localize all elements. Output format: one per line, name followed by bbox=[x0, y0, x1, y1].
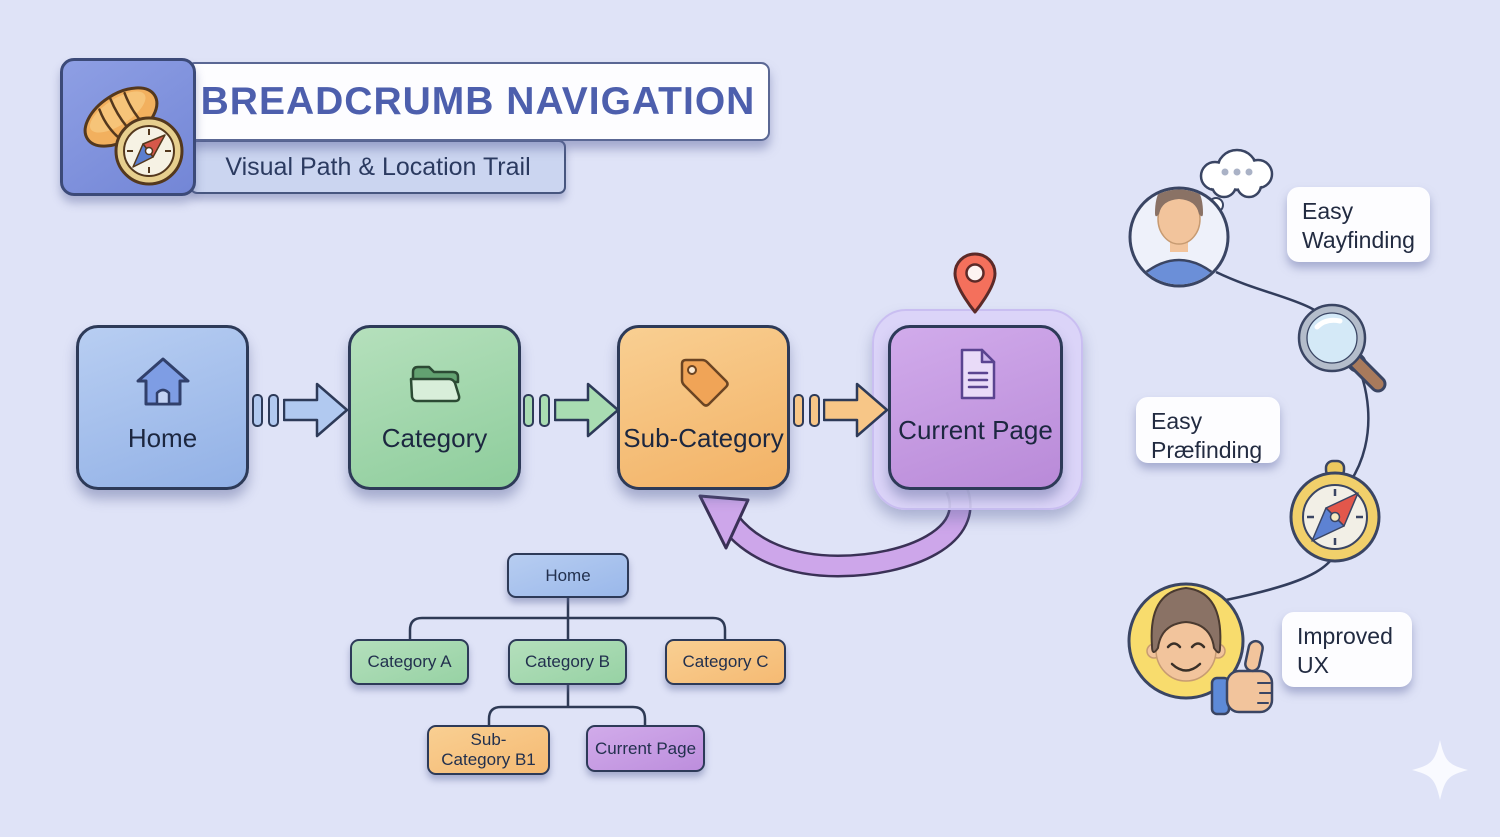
tree-node-subcategory-b1: Sub-Category B1 bbox=[427, 725, 550, 775]
flow-step-category: Category bbox=[348, 325, 521, 490]
tree-node-label: Current Page bbox=[594, 738, 697, 758]
title-banner: BREADCRUMB NAVIGATION bbox=[186, 62, 770, 141]
flow-step-current-page: Current Page bbox=[888, 325, 1063, 490]
tag-icon bbox=[680, 358, 729, 407]
benefits-art bbox=[1127, 148, 1468, 800]
folder-icon bbox=[409, 365, 460, 403]
breadcrumb-separator-bar bbox=[252, 394, 263, 427]
tree-node-label: Category C bbox=[682, 652, 769, 672]
breadcrumb-separator-bar bbox=[793, 394, 804, 427]
flow-step-label: Category bbox=[381, 423, 488, 453]
sparkle-icon bbox=[1412, 740, 1468, 800]
page-title: BREADCRUMB NAVIGATION bbox=[200, 79, 756, 123]
breadcrumb-separator-bar bbox=[809, 394, 820, 427]
compass-icon bbox=[1289, 459, 1381, 563]
subtitle-banner: Visual Path & Location Trail bbox=[190, 140, 566, 194]
benefit-label: Improved UX bbox=[1297, 623, 1393, 678]
location-pin-icon bbox=[953, 252, 997, 314]
tree-node-label: Sub-Category B1 bbox=[441, 730, 536, 769]
tree-node-category-b: Category B bbox=[508, 639, 627, 685]
arrow-right-icon bbox=[823, 382, 889, 438]
logo-badge bbox=[60, 58, 196, 196]
page-subtitle: Visual Path & Location Trail bbox=[225, 152, 531, 181]
flow-step-label: Current Page bbox=[898, 415, 1053, 445]
back-navigation-arrow bbox=[698, 483, 972, 578]
tree-node-home: Home bbox=[507, 553, 629, 598]
arrow-right-icon bbox=[283, 382, 349, 438]
compass-icon bbox=[114, 116, 184, 186]
magnifier-icon bbox=[1297, 303, 1387, 393]
breadcrumb-separator-bar bbox=[539, 394, 550, 427]
flow-step-label: Sub-Category bbox=[623, 423, 784, 453]
tree-node-category-a: Category A bbox=[350, 639, 469, 685]
breadcrumb-separator-bar bbox=[268, 394, 279, 427]
flow-step-label: Home bbox=[127, 423, 198, 453]
tree-node-category-c: Category C bbox=[665, 639, 786, 685]
house-icon bbox=[136, 357, 189, 406]
benefits-connector-line bbox=[1215, 270, 1370, 602]
tree-node-current-page: Current Page bbox=[586, 725, 705, 772]
document-icon bbox=[960, 348, 995, 400]
benefit-label: Easy Wayfinding bbox=[1302, 198, 1415, 253]
benefit-card-easy-prefinding: Easy Præfinding bbox=[1136, 397, 1280, 463]
benefit-card-improved-ux: Improved UX bbox=[1282, 612, 1412, 687]
thinking-person-icon bbox=[1128, 186, 1230, 288]
thought-bubble-icon bbox=[1199, 148, 1274, 224]
logo-art bbox=[83, 86, 184, 186]
benefit-label: Easy Præfinding bbox=[1151, 408, 1263, 463]
arrow-right-icon bbox=[554, 382, 620, 438]
thumbs-up-person-icon bbox=[1127, 582, 1274, 716]
flow-step-home: Home bbox=[76, 325, 249, 490]
tree-connector-lines bbox=[408, 598, 727, 725]
breadcrumb-separator-bar bbox=[523, 394, 534, 427]
flow-step-subcategory: Sub-Category bbox=[617, 325, 790, 490]
benefit-card-easy-wayfinding: Easy Wayfinding bbox=[1287, 187, 1430, 262]
bread-icon bbox=[83, 86, 159, 148]
tree-node-label: Category A bbox=[367, 652, 452, 672]
tree-node-label: Home bbox=[545, 565, 591, 585]
tree-node-label: Category B bbox=[524, 652, 611, 672]
